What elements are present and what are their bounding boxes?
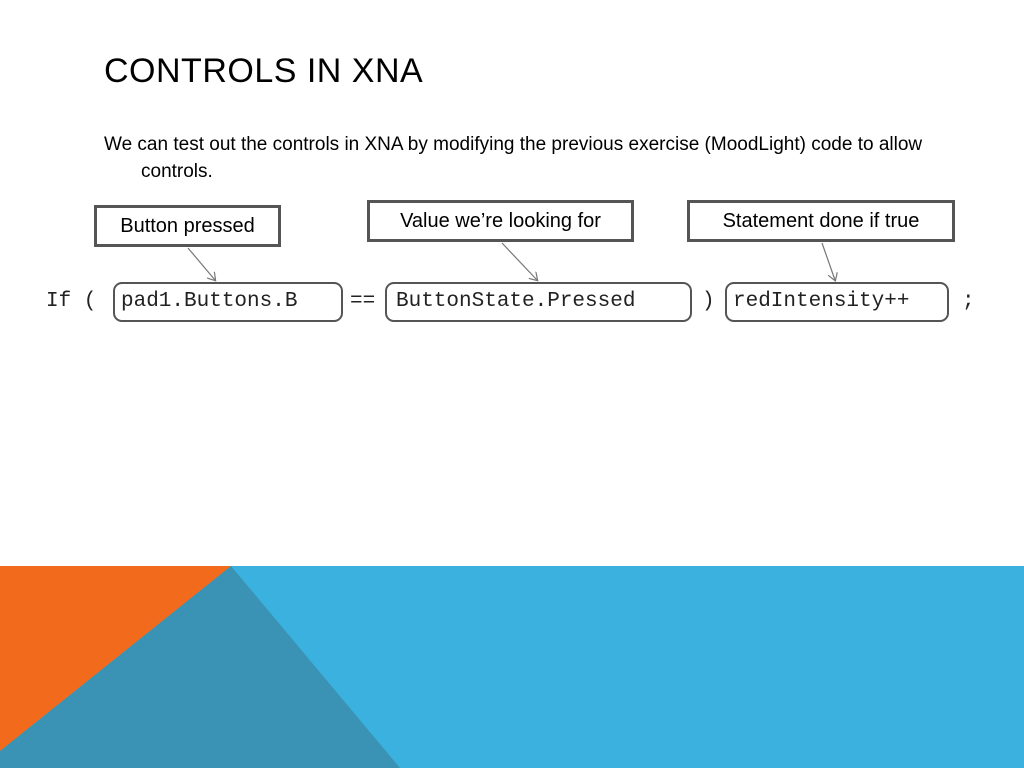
arrow-value-looking-for [501,242,537,280]
footer-teal-triangle [0,566,400,768]
code-operand-right: ButtonState.Pressed [396,290,636,313]
code-operand-left: pad1.Buttons.B [121,290,298,313]
code-box-statement: redIntensity++ [725,282,949,322]
callout-arrows [187,242,1024,400]
code-line: If ( pad1.Buttons.B == ButtonState.Press… [0,282,1024,322]
footer-decoration [0,566,1024,768]
code-box-operand-left: pad1.Buttons.B [113,282,343,322]
arrow-button-pressed [187,247,215,280]
arrow-statement-if-true [821,242,835,280]
code-close-paren: ) [702,290,715,313]
code-statement: redIntensity++ [733,290,910,313]
callout-button-pressed: Button pressed [94,205,281,247]
slide-title: CONTROLS IN XNA [104,52,424,90]
callout-value-looking-for: Value we’re looking for [367,200,634,242]
code-box-operand-right: ButtonState.Pressed [385,282,692,322]
code-operator: == [350,290,376,313]
slide-body-text: We can test out the controls in XNA by m… [104,134,923,182]
code-if-keyword: If ( [46,290,97,313]
code-terminator: ; [962,290,975,313]
callout-statement-if-true: Statement done if true [687,200,955,242]
